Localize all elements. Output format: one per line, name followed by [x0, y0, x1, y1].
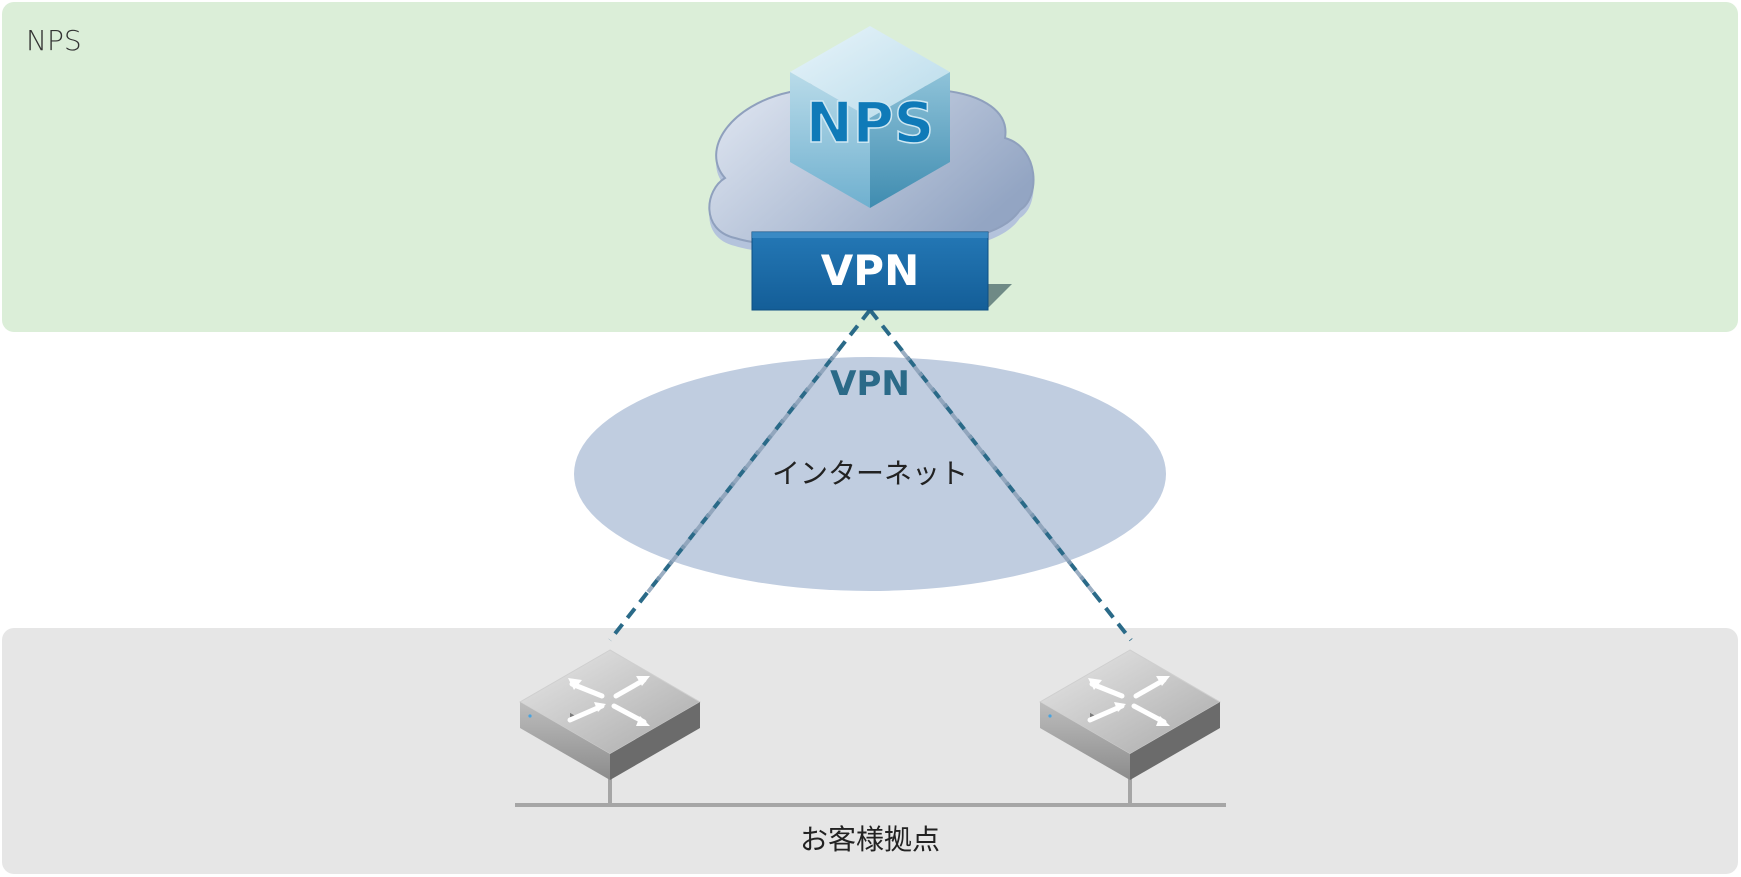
- vpn-gateway: VPN: [751, 231, 1012, 311]
- vpn-gateway-label: VPN: [821, 246, 919, 295]
- vpn-tunnel-right: [868, 308, 1133, 642]
- internet-label: インターネット: [772, 457, 968, 490]
- nps-zone-label: NPS: [26, 24, 82, 57]
- router-icon: [1040, 650, 1220, 780]
- vpn-tunnel-label: VPN: [830, 364, 910, 404]
- customer-zone-label: お客様拠点: [800, 823, 940, 856]
- vpn-tunnel-left: [608, 308, 872, 642]
- cloud-badge: NPS: [806, 91, 934, 156]
- cube-icon: NPS: [790, 26, 950, 208]
- router-icon: [520, 650, 700, 780]
- customer-zone: [2, 628, 1738, 874]
- internet-cloud: [574, 357, 1166, 591]
